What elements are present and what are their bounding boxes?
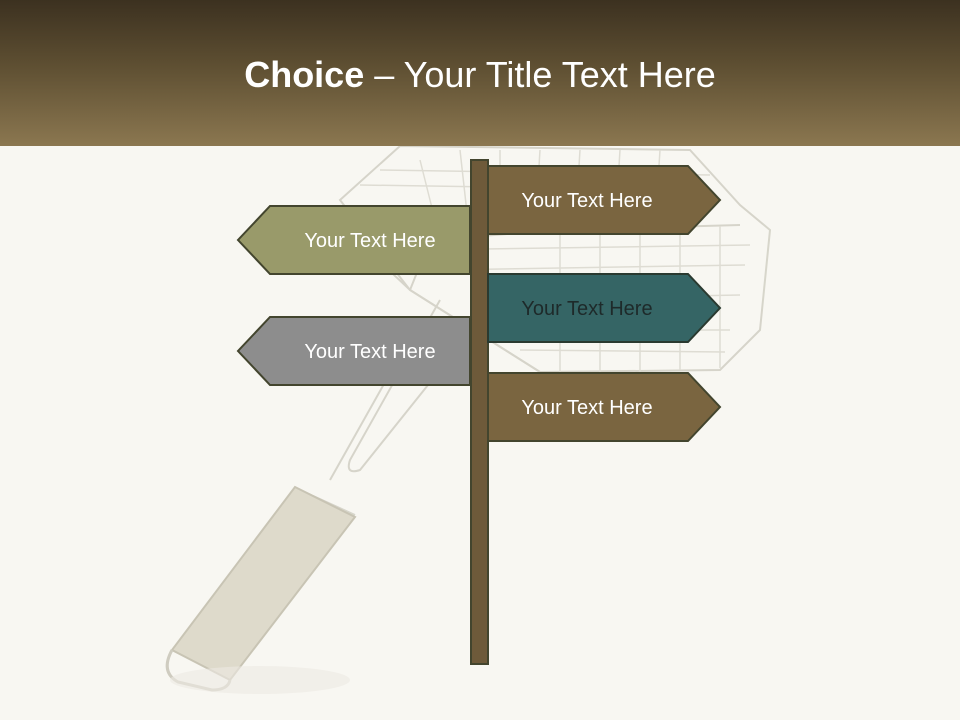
sign-left-1-shape	[236, 205, 471, 275]
slide-title[interactable]: Choice – Your Title Text Here	[0, 52, 960, 98]
sign-right-1-shape	[487, 165, 722, 235]
sign-left-2[interactable]: Your Text Here	[236, 316, 471, 386]
sign-right-2-label: Your Text Here	[521, 298, 652, 320]
sign-right-1-label: Your Text Here	[521, 190, 652, 212]
sign-right-2-shape	[487, 273, 722, 343]
sign-right-1[interactable]: Your Text Here	[487, 165, 722, 235]
sign-right-3-shape	[487, 372, 722, 442]
sign-right-3[interactable]: Your Text Here	[487, 372, 722, 442]
title-rest: – Your Title Text Here	[364, 54, 716, 95]
sign-left-2-label: Your Text Here	[304, 341, 435, 363]
title-strong: Choice	[244, 54, 365, 95]
slide-header: Choice – Your Title Text Here	[0, 0, 960, 146]
sign-left-1[interactable]: Your Text Here	[236, 205, 471, 275]
signpost-pole	[470, 159, 489, 665]
sign-right-2[interactable]: Your Text Here	[487, 273, 722, 343]
sign-right-3-label: Your Text Here	[521, 397, 652, 419]
sign-left-2-shape	[236, 316, 471, 386]
sign-left-1-label: Your Text Here	[304, 230, 435, 252]
